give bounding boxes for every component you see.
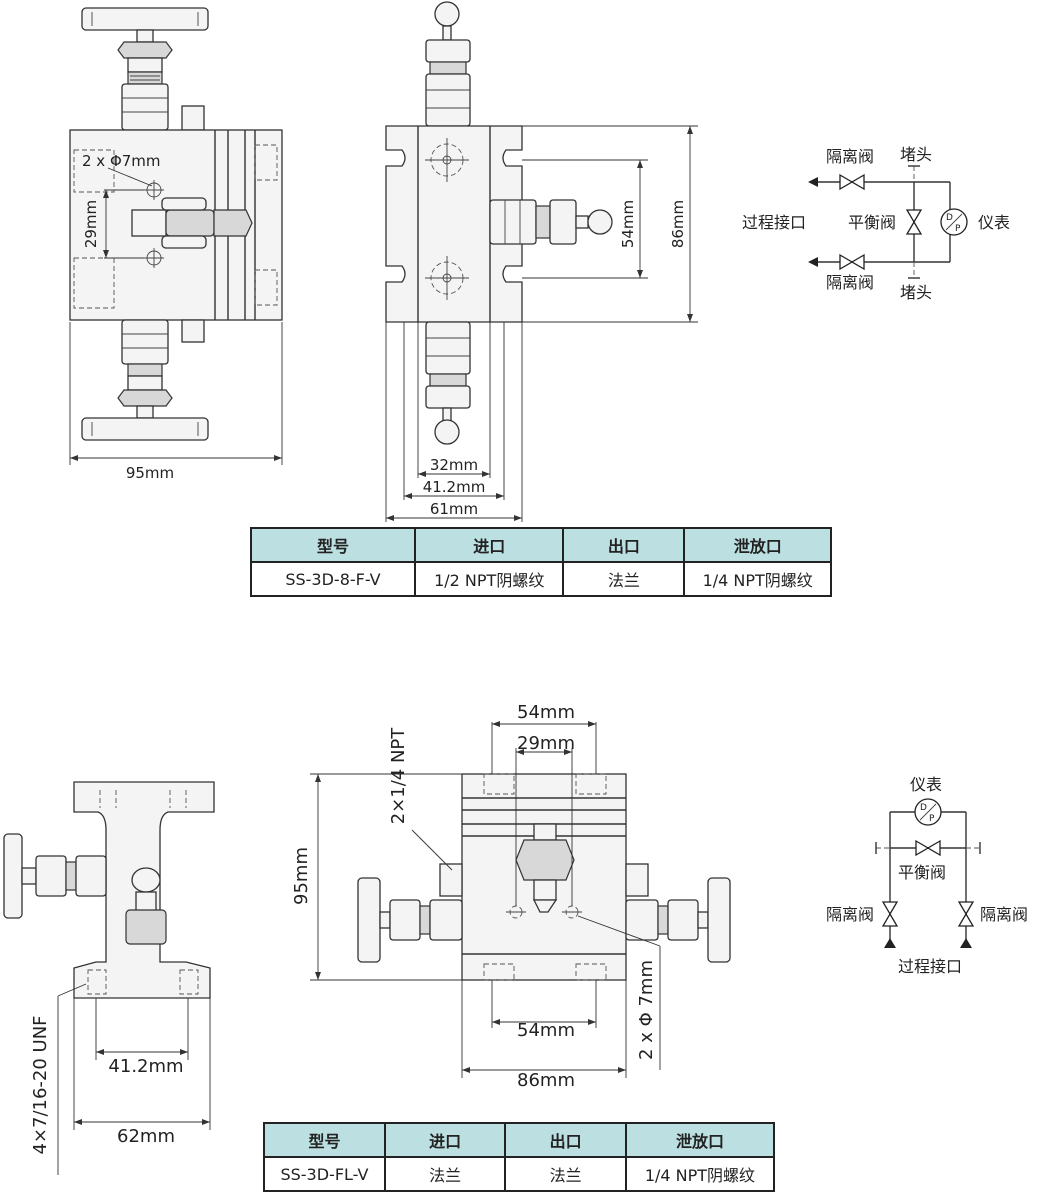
top-d61-label: 61mm <box>430 500 478 518</box>
cell-drain: 1/4 NPT阴螺纹 <box>624 1156 776 1192</box>
header-drain: 泄放口 <box>624 1122 776 1158</box>
top-d32-label: 32mm <box>430 456 478 474</box>
bottom-unf-label: 4×7/16-20 UNF <box>30 1015 51 1154</box>
bottom-sch-isolation-left: 隔离阀 <box>826 905 874 924</box>
top-sch-instrument: 仪表 <box>978 213 1010 232</box>
header-drain: 泄放口 <box>683 527 832 563</box>
top-front-view <box>69 7 283 465</box>
svg-text:D: D <box>920 803 927 813</box>
cell-inlet: 法兰 <box>383 1156 507 1192</box>
table-header-row: 型号 进口 出口 泄放口 <box>263 1122 776 1158</box>
top-schematic: D P <box>808 165 968 279</box>
cell-inlet: 1/2 NPT阴螺纹 <box>413 561 565 597</box>
bottom-spec-table: 型号 进口 出口 泄放口 SS-3D-FL-V 法兰 法兰 1/4 NPT阴螺纹 <box>263 1122 776 1192</box>
header-outlet: 出口 <box>562 527 686 563</box>
bottom-d54-top-label: 54mm <box>517 702 575 723</box>
bottom-npt-label: 2×1/4 NPT <box>388 727 409 825</box>
top-width-95-label: 95mm <box>126 464 174 482</box>
top-d41-label: 41.2mm <box>423 478 486 496</box>
bottom-d62-label: 62mm <box>117 1126 175 1147</box>
table-row: SS-3D-8-F-V 1/2 NPT阴螺纹 法兰 1/4 NPT阴螺纹 <box>250 561 832 597</box>
top-side-view <box>385 1 698 522</box>
top-sch-isolation-top: 隔离阀 <box>826 147 874 166</box>
top-sch-balance-valve: 平衡阀 <box>848 213 896 232</box>
header-inlet: 进口 <box>413 527 565 563</box>
bottom-d86-label: 86mm <box>517 1070 575 1091</box>
cell-model: SS-3D-FL-V <box>263 1156 386 1192</box>
table-header-row: 型号 进口 出口 泄放口 <box>250 527 832 563</box>
top-height-29-label: 29mm <box>82 200 100 248</box>
table-row: SS-3D-FL-V 法兰 法兰 1/4 NPT阴螺纹 <box>263 1156 776 1192</box>
bottom-sch-balance-valve: 平衡阀 <box>898 863 946 882</box>
top-d86-label: 86mm <box>669 200 687 248</box>
top-d54-label: 54mm <box>619 200 637 248</box>
bottom-d29-label: 29mm <box>517 733 575 754</box>
header-outlet: 出口 <box>504 1122 627 1158</box>
top-spec-table: 型号 进口 出口 泄放口 SS-3D-8-F-V 1/2 NPT阴螺纹 法兰 1… <box>250 527 832 597</box>
svg-text:P: P <box>955 224 961 234</box>
svg-text:D: D <box>946 213 953 223</box>
bottom-d54-bottom-label: 54mm <box>517 1020 575 1041</box>
top-sch-isolation-bottom: 隔离阀 <box>826 273 874 292</box>
bottom-sch-isolation-right: 隔离阀 <box>980 905 1028 924</box>
top-sch-plug-top: 堵头 <box>900 145 932 164</box>
bottom-sch-process-port: 过程接口 <box>898 957 962 976</box>
bottom-schematic: D P <box>875 798 981 948</box>
bottom-d95-label: 95mm <box>291 847 312 905</box>
header-model: 型号 <box>263 1122 386 1158</box>
top-hole-label: 2 x Φ7mm <box>82 152 161 170</box>
bottom-front-view <box>310 721 731 1078</box>
top-sch-process-port: 过程接口 <box>742 213 806 232</box>
top-sch-plug-bottom: 堵头 <box>900 283 932 302</box>
svg-text:P: P <box>929 814 935 824</box>
cell-outlet: 法兰 <box>562 561 686 597</box>
cell-outlet: 法兰 <box>504 1156 627 1192</box>
bottom-d41-label: 41.2mm <box>108 1056 183 1077</box>
bottom-side-view <box>3 781 215 1175</box>
header-inlet: 进口 <box>383 1122 507 1158</box>
bottom-sch-instrument: 仪表 <box>910 775 942 794</box>
bottom-hole-label: 2 x Φ 7mm <box>636 960 657 1060</box>
cell-drain: 1/4 NPT阴螺纹 <box>683 561 832 597</box>
header-model: 型号 <box>250 527 416 563</box>
cell-model: SS-3D-8-F-V <box>250 561 416 597</box>
